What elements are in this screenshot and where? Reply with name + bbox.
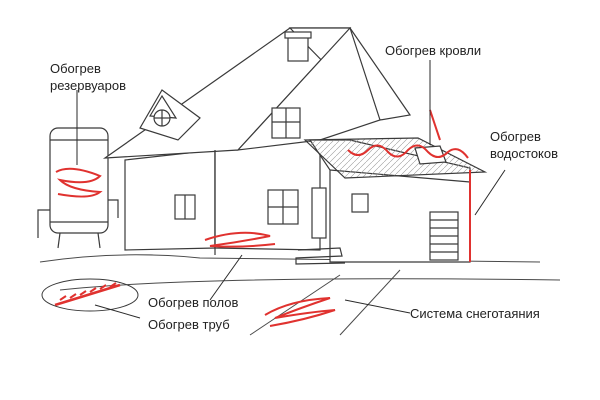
label-floor-heating: Обогрев полов: [148, 295, 239, 310]
label-pipe-heating: Обогрев труб: [148, 317, 230, 332]
roof-valley-cable: [429, 109, 441, 141]
pipe-outline: [41, 278, 139, 312]
pipe-heating-cable: [54, 283, 121, 307]
floor-heating-coil: [204, 231, 276, 248]
label-tank-line2: резервуаров: [50, 78, 127, 93]
label-gutter-heating: Обогрев водостоков: [490, 128, 558, 162]
ground: [39, 254, 561, 336]
label-gutter-line2: водостоков: [490, 146, 559, 161]
label-tank-heating: Обогрев резервуаров: [50, 60, 126, 94]
snow-melting-coil: [264, 297, 336, 327]
heating-elements: [54, 109, 471, 327]
label-gutter-line1: Обогрев: [490, 129, 541, 144]
label-roof-heating: Обогрев кровли: [385, 43, 482, 58]
extension: [295, 137, 488, 265]
label-tank-line1: Обогрев: [50, 61, 101, 76]
pipe-heating-wrap: [59, 282, 117, 301]
water-tank: [37, 127, 119, 249]
main-house: [102, 26, 412, 255]
label-snow-melting: Система снеготаяния: [410, 306, 540, 321]
tank-heating-coil: [55, 167, 103, 198]
leader-lines: [76, 60, 506, 319]
roof-heating-cable: [347, 144, 469, 159]
